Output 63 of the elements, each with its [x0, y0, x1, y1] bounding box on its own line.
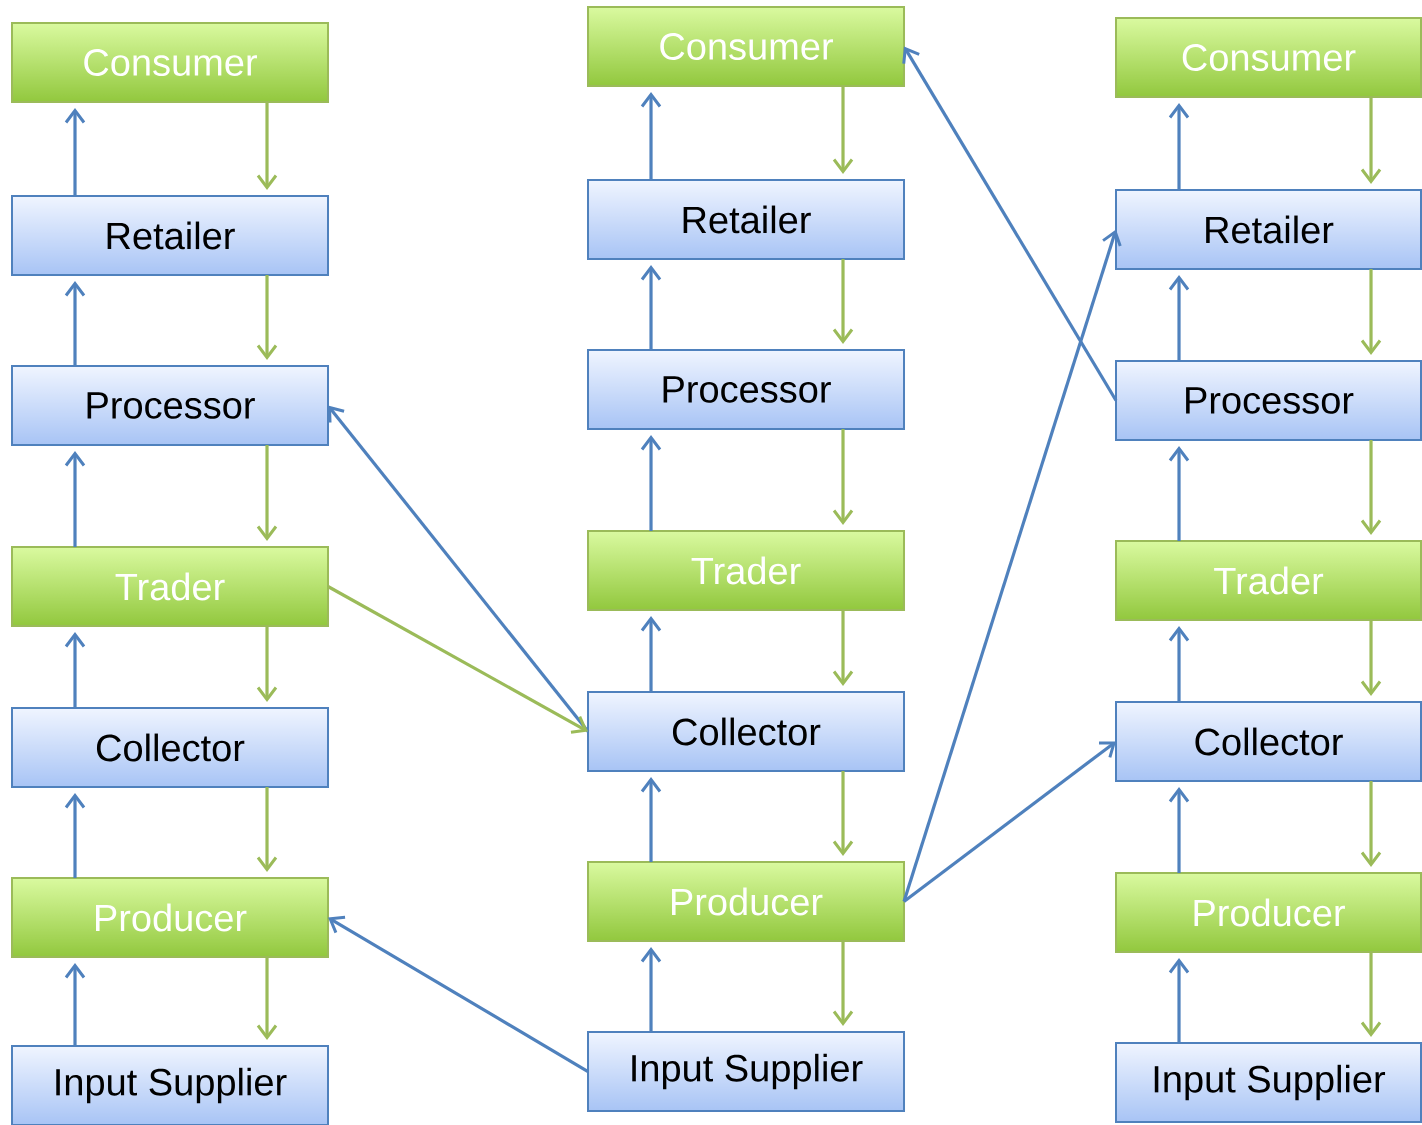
arrow [832, 941, 854, 1026]
arrow [902, 229, 1122, 902]
arrow [832, 429, 854, 525]
arrow [256, 957, 278, 1040]
stage-box: Retailer [1115, 189, 1422, 270]
arrow [64, 451, 86, 547]
stage-box: Retailer [587, 179, 905, 260]
stage-box: Producer [587, 861, 905, 942]
stage-box: Input Supplier [11, 1045, 329, 1125]
arrow [1168, 958, 1190, 1043]
arrow [1360, 952, 1382, 1037]
arrow [256, 787, 278, 872]
stage-box: Producer [1115, 872, 1422, 953]
arrow [1168, 787, 1190, 873]
stage-box: Consumer [11, 22, 329, 103]
arrow [832, 771, 854, 856]
arrow [640, 265, 662, 350]
arrow [1360, 440, 1382, 535]
arrow [64, 108, 86, 196]
arrow [64, 632, 86, 708]
arrow [832, 86, 854, 174]
stage-box: Consumer [1115, 17, 1422, 98]
arrow [256, 445, 278, 541]
arrow [832, 610, 854, 686]
arrow [640, 616, 662, 692]
stage-box: Producer [11, 877, 329, 958]
stage-box: Input Supplier [587, 1031, 905, 1112]
arrow [640, 92, 662, 180]
arrow [64, 793, 86, 878]
arrow [256, 275, 278, 360]
arrow [640, 777, 662, 862]
stage-box: Processor [1115, 360, 1422, 441]
stage-box: Collector [11, 707, 329, 788]
arrow [256, 102, 278, 190]
stage-box: Input Supplier [1115, 1042, 1422, 1123]
arrow [903, 741, 1116, 903]
stage-box: Processor [11, 365, 329, 446]
stage-box: Processor [587, 349, 905, 430]
arrow [327, 585, 588, 734]
stage-box: Trader [11, 546, 329, 627]
stage-box: Consumer [587, 6, 905, 87]
arrow [1360, 269, 1382, 355]
arrow [328, 915, 589, 1073]
stage-box: Collector [587, 691, 905, 772]
arrow [1168, 275, 1190, 361]
arrow [640, 947, 662, 1032]
arrow [64, 963, 86, 1046]
stage-box: Retailer [11, 195, 329, 276]
arrow [1360, 620, 1382, 696]
stage-box: Collector [1115, 701, 1422, 782]
arrow [328, 405, 590, 733]
stage-box: Trader [587, 530, 905, 611]
arrow [1360, 781, 1382, 867]
arrow [1168, 103, 1190, 190]
arrow [902, 46, 1118, 402]
arrow [1168, 446, 1190, 541]
arrow [832, 259, 854, 344]
arrow [1360, 97, 1382, 184]
arrow [64, 281, 86, 366]
arrow [640, 435, 662, 531]
arrow [1168, 626, 1190, 702]
stage-box: Trader [1115, 540, 1422, 621]
arrow [256, 626, 278, 702]
